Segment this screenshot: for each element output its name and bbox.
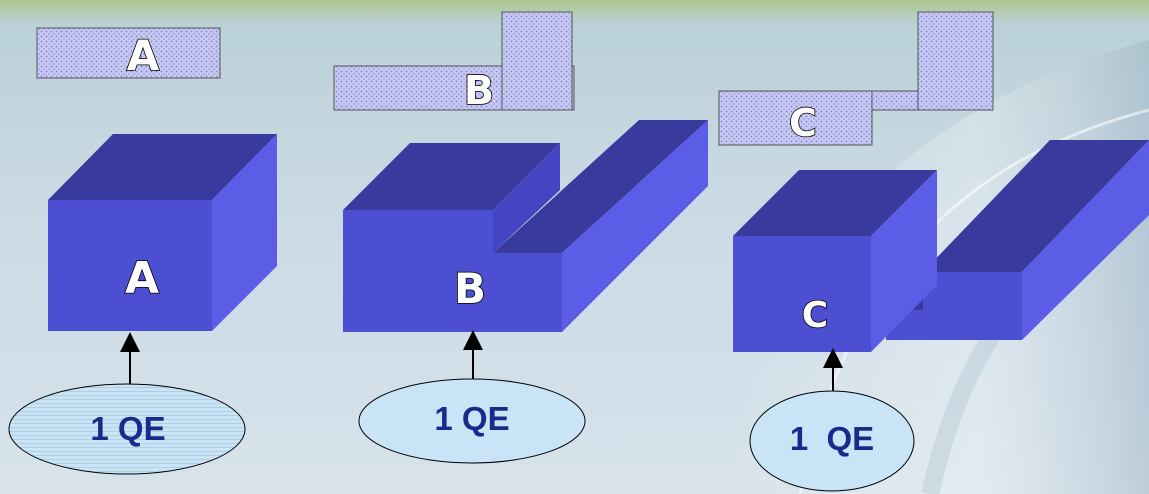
box-a-letter: A — [125, 253, 159, 304]
qe-ellipse-a: 1 QE — [8, 383, 246, 475]
box-b: B — [343, 120, 708, 332]
qe-label-b: 1 QE — [434, 400, 509, 437]
tile-b: B — [333, 11, 575, 115]
box-b-shade — [493, 143, 560, 253]
box-c-front — [733, 236, 871, 352]
diagram-c: C C 1 QE — [718, 11, 1149, 492]
box-b-letter: B — [454, 264, 486, 313]
tile-a: A — [36, 27, 221, 81]
box-c-bar-front — [923, 272, 1022, 340]
box-c-side — [871, 170, 937, 352]
box-b-front — [343, 210, 493, 332]
tile-c-letter: C — [789, 101, 817, 145]
box-b-top — [343, 143, 560, 210]
box-b-bar-top — [493, 120, 708, 253]
box-c-bar-side — [1022, 140, 1149, 340]
box-a: A — [48, 134, 277, 331]
diagram-b: B B 1 QE — [333, 11, 708, 464]
box-b-bar-side — [562, 120, 708, 332]
box-a-front — [48, 200, 212, 331]
box-a-side — [212, 134, 277, 331]
tile-b-letter: B — [464, 68, 495, 114]
qe-ellipse-b: 1 QE — [358, 378, 586, 464]
qe-ellipse-c: 1 QE — [749, 390, 915, 492]
qe-label-a: 1 QE — [90, 410, 165, 447]
box-b-bar-front — [493, 253, 562, 332]
box-c-bar-top — [923, 140, 1149, 272]
tile-a-letter: A — [127, 31, 160, 80]
diagram-a: A A 1 QE — [8, 27, 277, 475]
box-c-top — [733, 170, 937, 236]
box-c-letter: C — [802, 295, 828, 336]
qe-label-c: 1 QE — [790, 420, 874, 457]
tile-c: C — [718, 11, 994, 146]
box-a-top — [48, 134, 277, 200]
box-c: C — [733, 140, 1149, 352]
